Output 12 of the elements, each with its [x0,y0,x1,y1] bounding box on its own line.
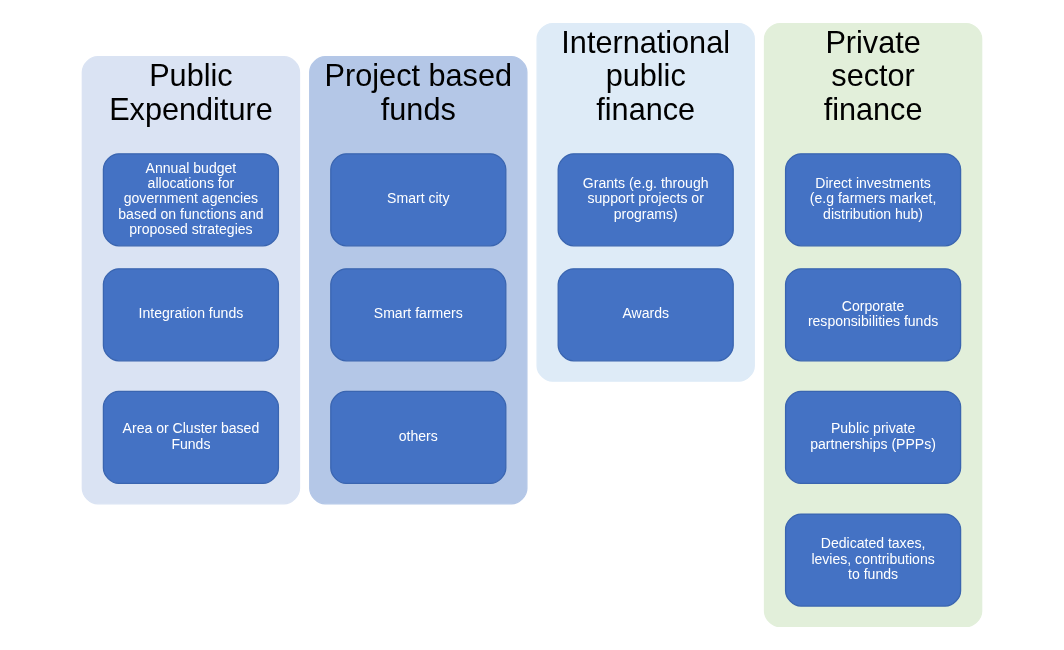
node-box: Grants (e.g. through support projects or programs) [557,153,734,247]
node-box: Smart city [330,153,507,247]
node-box: Annual budget allocations for government agencies based on functions and proposed strategies [102,153,280,247]
node-box: Dedicated taxes, levies, contributions to funds [784,513,962,607]
node-box: Direct investments (e.g farmers market, distribution hub) [784,153,962,247]
node-box: Corporate responsibilities funds [784,268,962,362]
node-box: Smart farmers [330,268,507,362]
node-box: Awards [557,268,734,362]
node-box: Integration funds [102,268,280,362]
node-box: others [330,390,507,485]
node-box: Public private partnerships (PPPs) [784,390,962,485]
node-box: Area or Cluster based Funds [102,390,280,485]
